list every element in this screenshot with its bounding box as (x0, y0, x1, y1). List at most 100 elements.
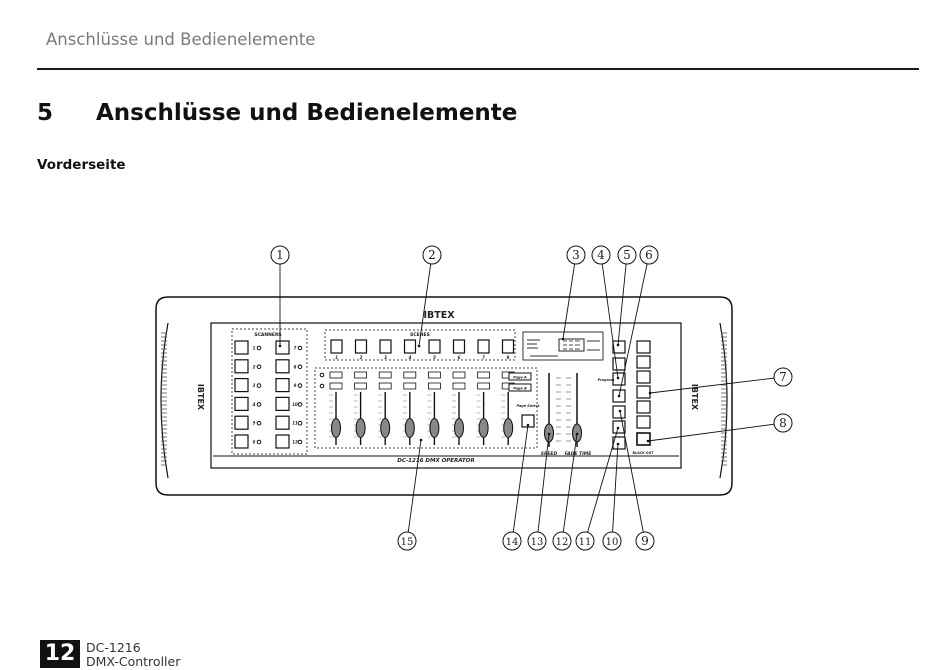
scanner-number: 6 (253, 440, 256, 445)
callout-4-leader (600, 254, 619, 379)
fader-label-top (427, 371, 441, 379)
scanner-number: 8 (294, 364, 297, 369)
scanner-led (297, 345, 303, 351)
fader-label-bottom (403, 382, 417, 390)
callout-3-dot (561, 337, 565, 341)
chase-button (636, 355, 651, 369)
fader-knob (429, 418, 440, 438)
scanner-number: 4 (253, 402, 256, 407)
callout-14-dot (526, 423, 530, 427)
control-button (612, 436, 626, 450)
scanner-led (256, 420, 262, 426)
callout-15-leader (406, 439, 422, 542)
callout-5-leader (617, 254, 628, 346)
callout-8-leader (647, 422, 784, 442)
scanner-led (297, 420, 303, 426)
callout-8-dot (646, 439, 650, 443)
callout-11-number: 11 (579, 537, 592, 548)
scanner-button (275, 378, 290, 393)
scene-button (501, 339, 515, 354)
callout-7-leader (649, 376, 784, 394)
callout-15-circle (397, 531, 417, 551)
scene-number: 1 (335, 355, 338, 360)
scanner-led (297, 439, 303, 445)
fader-label-bottom (427, 382, 441, 390)
scanner-number: 9 (294, 383, 297, 388)
callout-9-dot (618, 409, 622, 413)
blackout-label: BLACK OUT (632, 451, 654, 455)
fader-label-top (477, 371, 491, 379)
callout-10-leader (611, 443, 619, 542)
scanner-led (297, 364, 303, 370)
callout-5-circle (617, 245, 637, 265)
callout-11-dot (616, 426, 620, 430)
running-header: Anschlüsse und Bedienelemente (46, 30, 316, 49)
callout-7-dot (648, 391, 652, 395)
footer-product-type: DMX-Controller (86, 654, 181, 669)
scene-number: 6 (458, 355, 461, 360)
scene-number: 4 (409, 355, 412, 360)
scanner-number: 10 (292, 402, 298, 407)
scanner-number: 2 (253, 364, 256, 369)
callout-4-circle (591, 245, 611, 265)
fader-knob (404, 418, 415, 438)
scanner-button (275, 415, 290, 430)
callout-1-circle (270, 245, 290, 265)
fader-label-bottom (452, 382, 466, 390)
speed-label: SPEED (541, 451, 558, 457)
page-a-label: Page A (513, 376, 527, 380)
callout-14-number: 14 (506, 537, 519, 548)
callout-9-number: 9 (641, 534, 649, 548)
fader-label-top (354, 371, 368, 379)
fade-time-label: FADE TIME (565, 451, 593, 457)
callout-6-dot (617, 394, 621, 398)
scanner-number: 5 (253, 421, 256, 426)
callout-15-number: 15 (401, 537, 414, 548)
chase-button (636, 385, 651, 399)
callout-4-number: 4 (597, 248, 605, 262)
scanner-button (234, 340, 249, 355)
scanner-led (256, 383, 262, 388)
fader-label-bottom (477, 382, 491, 390)
control-button (612, 340, 626, 354)
callout-11-leader (584, 427, 619, 542)
callout-12-circle (552, 531, 572, 551)
control-button (612, 405, 626, 419)
scanner-button (275, 340, 290, 355)
callout-9-circle (635, 531, 655, 551)
blackout-button (636, 432, 651, 446)
callout-12-number: 12 (556, 537, 569, 548)
fader-label-top (329, 371, 343, 379)
scanner-led (256, 402, 262, 407)
chase-button (636, 400, 651, 414)
scene-number: 7 (482, 355, 485, 360)
scanner-led (256, 439, 262, 445)
callout-10-number: 10 (606, 537, 619, 548)
callout-10-circle (602, 531, 622, 551)
scanner-led (297, 383, 303, 388)
callout-13-dot (547, 432, 551, 436)
scene-button (452, 339, 466, 354)
callout-5-dot (616, 343, 620, 347)
callout-4-dot (616, 376, 620, 380)
page-number: 12 (40, 640, 80, 668)
callout-14-circle (502, 531, 522, 551)
scanner-button (234, 396, 249, 411)
fader-label-top (403, 371, 417, 379)
fader-knob (355, 418, 366, 438)
fader-label-top (452, 371, 466, 379)
page-b-label: Page B (513, 387, 527, 391)
program-label: Program (598, 378, 615, 382)
fader-knob (454, 418, 464, 438)
callout-14-leader (511, 424, 529, 542)
brand-logo: IBTEX (423, 310, 455, 321)
callout-13-number: 13 (531, 537, 544, 548)
scanner-button (234, 378, 249, 393)
callout-7-number: 7 (779, 370, 787, 384)
callout-6-leader (618, 254, 650, 397)
scene-button (379, 339, 392, 354)
callout-12-dot (575, 432, 579, 436)
callout-7-circle (773, 367, 793, 387)
